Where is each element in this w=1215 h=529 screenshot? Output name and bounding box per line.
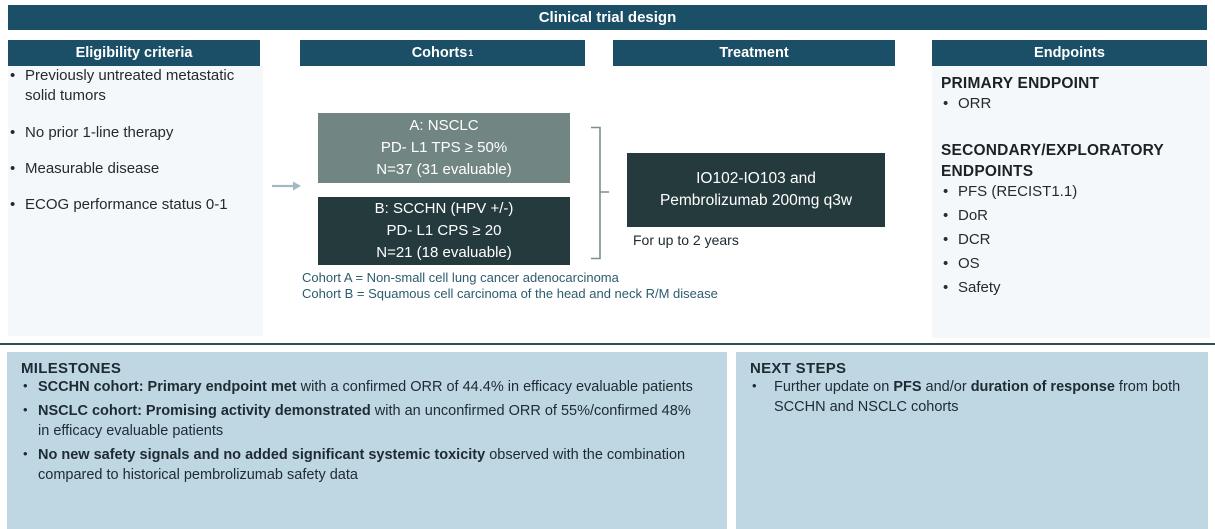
list-item: NSCLC cohort: Promising activity demonst… [21,401,698,441]
list-item: No new safety signals and no added signi… [21,445,698,485]
text-line: Cohort A = Non-small cell lung cancer ad… [302,270,619,285]
slide-title-bar: Clinical trial design [8,5,1207,30]
endpoints-panel: PRIMARY ENDPOINT ORR SECONDARY/EXPLORATO… [932,66,1210,338]
list-item: ECOG performance status 0-1 [8,195,263,216]
list-item: Further update on PFS and/or duration of… [750,377,1192,417]
list-item: ORR [941,95,1204,112]
treatment-header-label: Treatment [719,45,789,61]
next-steps-box: NEXT STEPS Further update on PFS and/or … [736,352,1208,529]
text-line: Cohort B = Squamous cell carcinoma of th… [302,285,718,301]
eligibility-header: Eligibility criteria [8,40,260,66]
secondary-endpoints-title: SECONDARY/EXPLORATORY ENDPOINTS [941,141,1164,180]
list-item: No prior 1-line therapy [8,123,263,144]
list-item: Previously untreated metastatic solid tu… [8,66,263,107]
text-line: A: NSCLC [409,117,479,135]
cohort-footnotes: Cohort A = Non-small cell lung cancer ad… [302,270,718,302]
text-line: PD- L1 CPS ≥ 20 [386,222,502,240]
cohort-b-box: B: SCCHN (HPV +/-) PD- L1 CPS ≥ 20 N=21 (1… [318,197,570,265]
list-item: OS [941,255,1204,272]
endpoints-header-label: Endpoints [1034,45,1105,61]
text-line: N=37 (31 evaluable) [376,160,512,178]
milestones-list: SCCHN cohort: Primary endpoint met with … [21,377,711,485]
list-item: SCCHN cohort: Primary endpoint met with … [21,377,698,397]
flow-arrow-icon [272,181,301,191]
milestones-title: MILESTONES [21,360,122,377]
text-line: N=21 (18 evaluable) [376,243,512,261]
cohorts-header-label: Cohorts [411,45,468,61]
treatment-header: Treatment [613,40,895,66]
eligibility-list: Previously untreated metastatic solid tu… [8,66,263,216]
milestones-box: MILESTONES SCCHN cohort: Primary endpoin… [7,352,727,529]
slide-title: Clinical trial design [538,9,677,26]
cohorts-to-treatment-bracket [591,126,609,260]
eligibility-header-label: Eligibility criteria [75,45,193,61]
list-item: DoR [941,207,1204,224]
cohort-a-box: A: NSCLC PD- L1 TPS ≥ 50% N=37 (31 evaluab… [318,113,570,183]
endpoints-header: Endpoints [932,40,1207,66]
list-item: DCR [941,231,1204,248]
next-steps-list: Further update on PFS and/or duration of… [750,377,1192,417]
list-item: PFS (RECIST1.1) [941,183,1204,200]
next-steps-title: NEXT STEPS [750,360,847,377]
primary-endpoint-list: ORR [941,95,1204,112]
text-line: PD- L1 TPS ≥ 50% [380,139,508,157]
list-item: Measurable disease [8,159,263,180]
section-divider [0,343,1215,345]
treatment-duration-note: For up to 2 years [633,232,739,248]
eligibility-panel: Previously untreated metastatic solid tu… [8,66,263,336]
list-item: Safety [941,279,1204,296]
secondary-endpoints-list: PFS (RECIST1.1) DoR DCR OS Safety [941,183,1204,296]
text-line: Pembrolizumab 200mg q3w [659,192,853,209]
primary-endpoint-title: PRIMARY ENDPOINT [941,75,1100,92]
text-line: IO102-IO103 and [696,169,816,187]
text-line: B: SCCHN (HPV +/-) [374,200,514,218]
